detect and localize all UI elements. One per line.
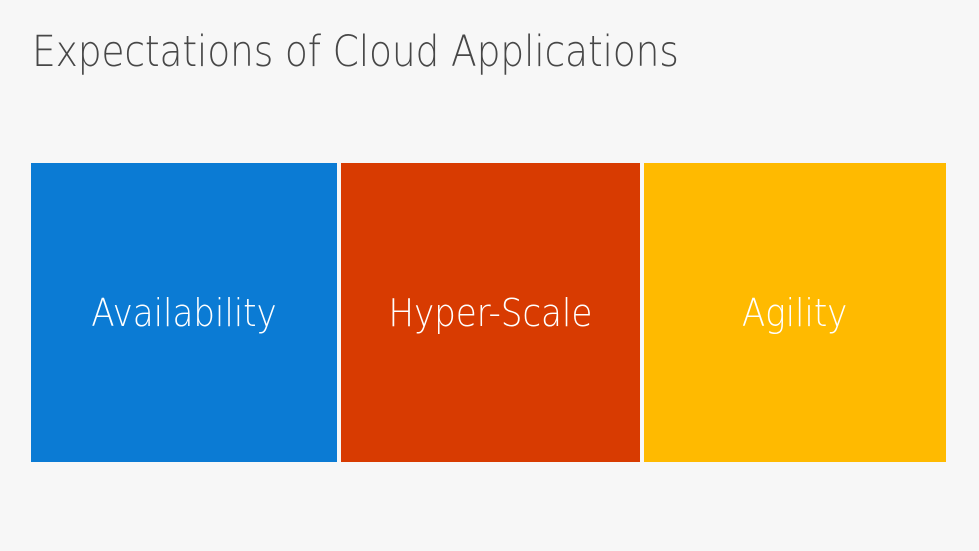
tile-availability[interactable]: Availability	[31, 163, 337, 462]
tile-hyper-scale-label: Hyper-Scale	[388, 290, 593, 335]
tile-row: Availability Hyper-Scale Agility	[31, 163, 946, 462]
tile-availability-label: Availability	[91, 290, 277, 335]
tile-agility-label: Agility	[742, 290, 848, 335]
page-title: Expectations of Cloud Applications	[32, 27, 679, 77]
tile-hyper-scale[interactable]: Hyper-Scale	[341, 163, 640, 462]
tile-agility[interactable]: Agility	[644, 163, 946, 462]
